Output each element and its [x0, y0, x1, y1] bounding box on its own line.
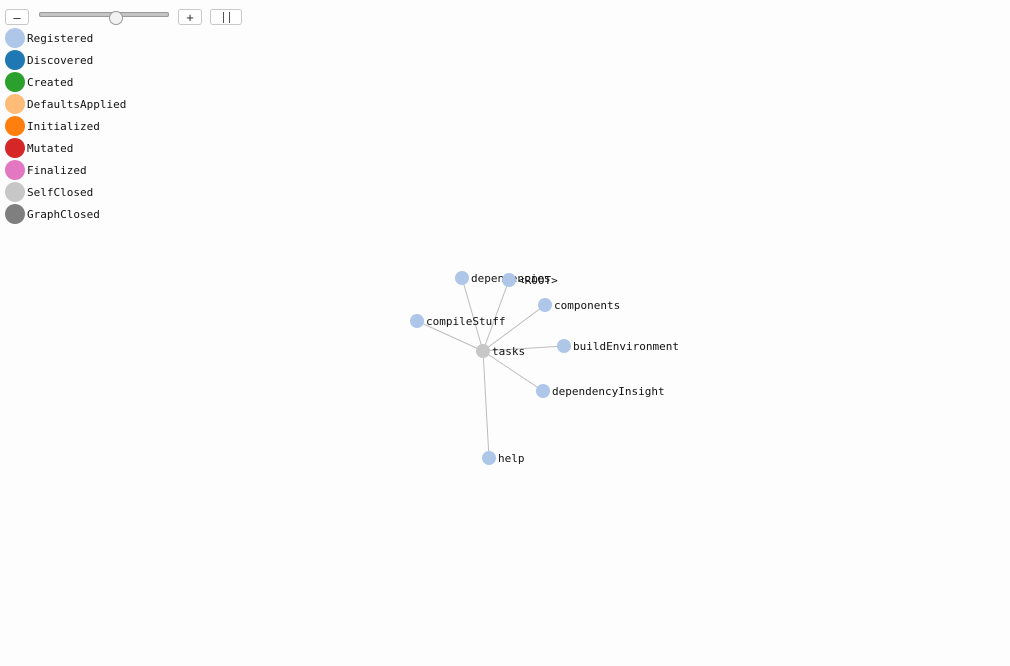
zoom-slider-thumb[interactable]	[109, 11, 124, 25]
legend-swatch	[5, 160, 25, 180]
graph-edge	[482, 345, 565, 352]
legend-label: GraphClosed	[27, 208, 100, 221]
graph-node-circle[interactable]	[455, 271, 469, 285]
graph-edge	[461, 277, 484, 352]
graph-edge	[482, 350, 544, 392]
graph-node-root[interactable]: <ROOT>	[502, 273, 558, 287]
graph-node-dependencyInsight[interactable]: dependencyInsight	[536, 384, 665, 398]
graph-node-compileStuff[interactable]: compileStuff	[410, 314, 505, 328]
legend-label: Initialized	[27, 120, 100, 133]
zoom-in-button[interactable]: +	[178, 9, 202, 25]
legend-swatch	[5, 116, 25, 136]
graph-node-circle[interactable]	[482, 451, 496, 465]
graph-node-circle[interactable]	[476, 344, 490, 358]
legend-swatch	[5, 94, 25, 114]
graph-edges	[416, 277, 565, 459]
graph-node-circle[interactable]	[536, 384, 550, 398]
graph-nodes: tasksdependencies<ROOT>componentscompile…	[410, 271, 679, 465]
legend-swatch	[5, 28, 25, 48]
graph-node-tasks[interactable]: tasks	[476, 344, 525, 358]
graph-node-buildEnvironment[interactable]: buildEnvironment	[557, 339, 679, 353]
legend-swatch	[5, 50, 25, 70]
graph-node-help[interactable]: help	[482, 451, 525, 465]
graph-node-label: tasks	[492, 345, 525, 358]
legend-label: Registered	[27, 32, 94, 45]
graph-node-label: buildEnvironment	[573, 340, 679, 353]
graph-node-circle[interactable]	[538, 298, 552, 312]
graph-node-label: help	[498, 452, 525, 465]
legend-label: Mutated	[27, 142, 74, 155]
legend-swatch	[5, 182, 25, 202]
pause-icon	[223, 12, 224, 23]
graph-edge	[482, 279, 510, 352]
legend-label: Finalized	[27, 164, 87, 177]
graph-node-circle[interactable]	[502, 273, 516, 287]
pause-button[interactable]	[210, 9, 242, 25]
graph-edge	[416, 320, 484, 352]
zoom-out-button[interactable]: –	[5, 9, 29, 25]
graph-node-label: components	[554, 299, 620, 312]
legend-label: Created	[27, 76, 74, 89]
graph-node-label: dependencyInsight	[552, 385, 665, 398]
legend-label: DefaultsApplied	[27, 98, 127, 111]
legend-swatch	[5, 204, 25, 224]
graph-node-circle[interactable]	[557, 339, 571, 353]
graph-node-components[interactable]: components	[538, 298, 620, 312]
graph-node-label: <ROOT>	[518, 274, 558, 287]
graph-edge	[482, 350, 490, 459]
legend-label: SelfClosed	[27, 186, 94, 199]
graph-node-label: compileStuff	[426, 315, 505, 328]
zoom-slider[interactable]	[39, 11, 169, 25]
legend-label: Discovered	[27, 54, 94, 67]
graph-controls: – +	[5, 8, 245, 28]
graph-edge	[482, 304, 546, 352]
graph-node-circle[interactable]	[410, 314, 424, 328]
legend-swatch	[5, 72, 25, 92]
legend-swatch	[5, 138, 25, 158]
pause-icon	[229, 12, 230, 23]
